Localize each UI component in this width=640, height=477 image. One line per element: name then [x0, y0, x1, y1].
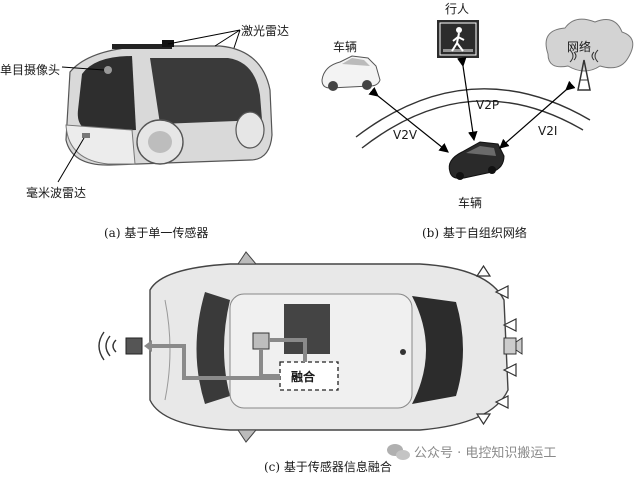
network-label: 网络	[567, 40, 592, 54]
watermark-text: 公众号 · 电控知识搬运工	[414, 446, 557, 461]
v2p-label: V2P	[476, 98, 500, 112]
vehicle-label-top: 车辆	[333, 40, 358, 54]
fusion-label: 融合	[291, 370, 316, 384]
v2v-label: V2V	[393, 128, 418, 142]
camera-label: 单目摄像头	[0, 63, 61, 77]
vehicle-label-bottom: 车辆	[458, 196, 483, 210]
v2i-label: V2I	[538, 124, 558, 138]
caption-a: (a) 基于单一传感器	[104, 226, 209, 240]
pedestrian-label: 行人	[445, 2, 470, 16]
caption-b: (b) 基于自组织网络	[422, 226, 527, 240]
lidar-label: 激光雷达	[241, 24, 290, 38]
radar-label: 毫米波雷达	[26, 186, 87, 200]
caption-c: (c) 基于传感器信息融合	[264, 460, 392, 474]
